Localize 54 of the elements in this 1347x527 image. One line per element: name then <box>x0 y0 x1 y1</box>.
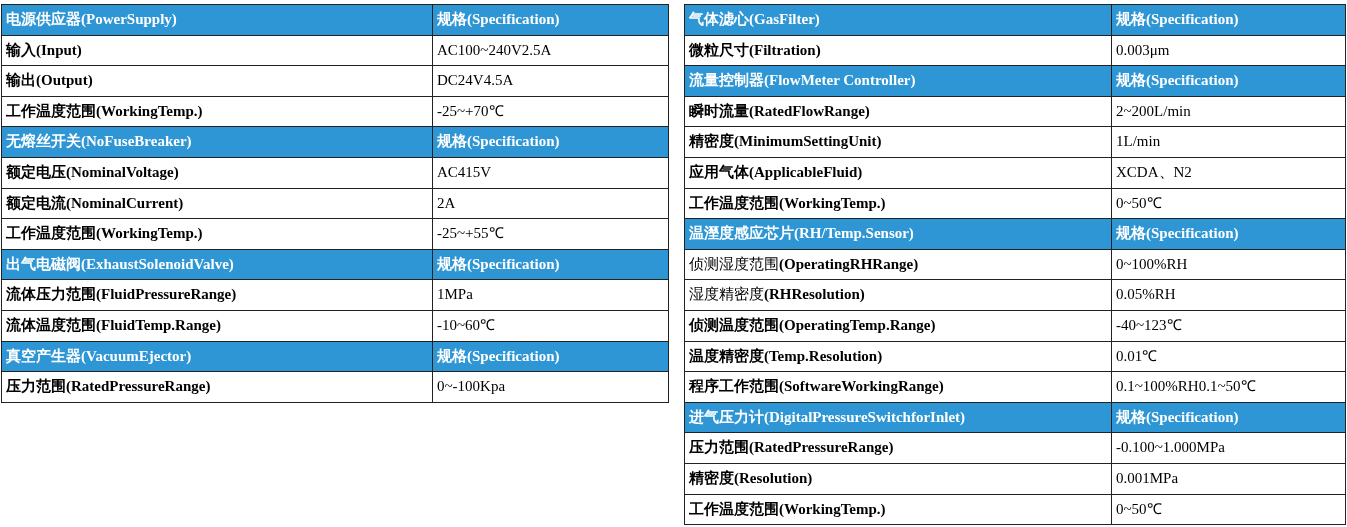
parameter-name: 瞬时流量(RatedFlowRange) <box>685 96 1112 128</box>
section-header: 出气电磁阀(ExhaustSolenoidValve) <box>2 249 433 281</box>
parameter-value: XCDA、N2 <box>1112 157 1346 189</box>
spec-header: 规格(Specification) <box>433 5 669 36</box>
section-header: 真空产生器(VacuumEjector) <box>2 341 433 373</box>
spec-header: 规格(Specification) <box>1112 66 1346 97</box>
parameter-value: -10~60℃ <box>433 310 669 342</box>
parameter-name: 程序工作范围(SoftwareWorkingRange) <box>685 372 1112 403</box>
parameter-name: 侦测温度范围(OperatingTemp.Range) <box>685 310 1112 342</box>
parameter-value: DC24V4.5A <box>433 66 669 97</box>
parameter-name: 输入(Input) <box>2 35 433 67</box>
parameter-value: 2A <box>433 188 669 220</box>
parameter-name: 工作温度范围(WorkingTemp.) <box>685 494 1112 526</box>
parameter-name: 侦测湿度范围(OperatingRHRange) <box>685 249 1112 281</box>
parameter-value: AC415V <box>433 157 669 189</box>
parameter-name: 温度精密度(Temp.Resolution) <box>685 341 1112 373</box>
parameter-name: 输出(Output) <box>2 66 433 97</box>
parameter-name: 工作温度范围(WorkingTemp.) <box>2 219 433 250</box>
section-header: 进气压力计(DigitalPressureSwitchforInlet) <box>685 402 1112 434</box>
parameter-value: 2~200L/min <box>1112 96 1346 128</box>
parameter-name: 压力范围(RatedPressureRange) <box>2 372 433 403</box>
parameter-name: 压力范围(RatedPressureRange) <box>685 433 1112 464</box>
spec-header: 规格(Specification) <box>433 249 669 281</box>
parameter-value: 0~50℃ <box>1112 494 1346 526</box>
parameter-value: AC100~240V2.5A <box>433 35 669 67</box>
parameter-value: 0~100%RH <box>1112 249 1346 281</box>
section-header: 无熔丝开关(NoFuseBreaker) <box>2 127 433 158</box>
spec-header: 规格(Specification) <box>1112 402 1346 434</box>
parameter-name: 精密度(Resolution) <box>685 463 1112 495</box>
spec-header: 规格(Specification) <box>433 127 669 158</box>
parameter-value: -25~+55℃ <box>433 219 669 250</box>
section-header: 电源供应器(PowerSupply) <box>2 5 433 36</box>
section-header: 流量控制器(FlowMeter Controller) <box>685 66 1112 97</box>
parameter-name: 精密度(MinimumSettingUnit) <box>685 127 1112 158</box>
parameter-value: -0.100~1.000MPa <box>1112 433 1346 464</box>
parameter-value: 0.1~100%RH0.1~50℃ <box>1112 372 1346 403</box>
parameter-name: 流体压力范围(FluidPressureRange) <box>2 280 433 311</box>
parameter-name: 湿度精密度(RHResolution) <box>685 280 1112 311</box>
parameter-value: 0.01℃ <box>1112 341 1346 373</box>
parameter-name: 额定电流(NominalCurrent) <box>2 188 433 220</box>
parameter-name: 应用气体(ApplicableFluid) <box>685 157 1112 189</box>
parameter-value: 0.001MPa <box>1112 463 1346 495</box>
section-header: 气体滤心(GasFilter) <box>685 5 1112 36</box>
section-header: 温溼度感应芯片(RH/Temp.Sensor) <box>685 219 1112 250</box>
spec-header: 规格(Specification) <box>1112 5 1346 36</box>
parameter-value: 0.05%RH <box>1112 280 1346 311</box>
parameter-name: 额定电压(NominalVoltage) <box>2 157 433 189</box>
spec-header: 规格(Specification) <box>433 341 669 373</box>
spec-header: 规格(Specification) <box>1112 219 1346 250</box>
parameter-name: 流体温度范围(FluidTemp.Range) <box>2 310 433 342</box>
parameter-value: 1L/min <box>1112 127 1346 158</box>
parameter-value: -40~123℃ <box>1112 310 1346 342</box>
parameter-value: 0~-100Kpa <box>433 372 669 403</box>
parameter-value: 1MPa <box>433 280 669 311</box>
